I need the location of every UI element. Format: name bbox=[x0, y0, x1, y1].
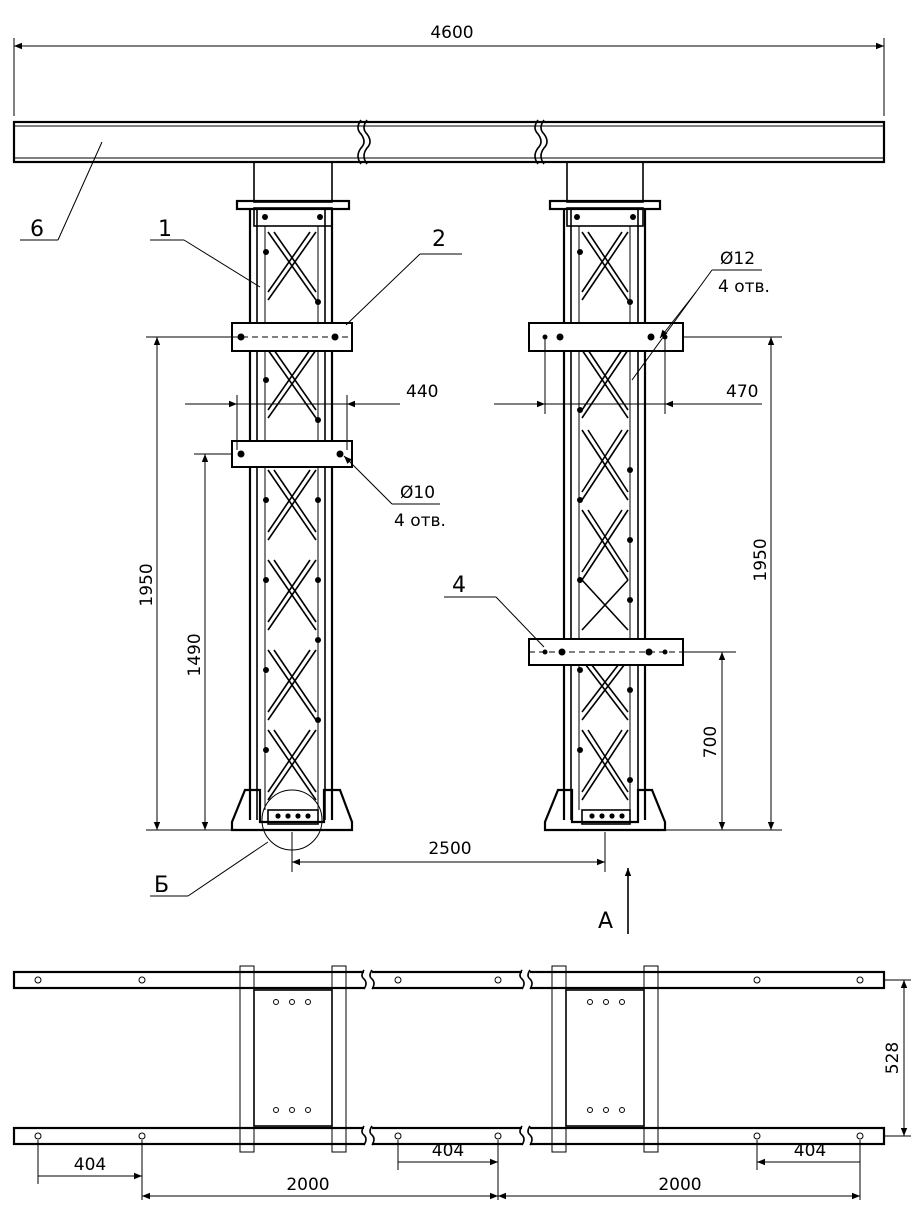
plan-width-dim: 528 bbox=[883, 979, 911, 1137]
bracket-height-dim: 700 bbox=[683, 651, 736, 830]
column-spacing-label: 2500 bbox=[428, 839, 471, 859]
height-left-label: 1950 bbox=[137, 563, 157, 606]
callout-4-label: 4 bbox=[452, 573, 466, 598]
height-right-label: 1950 bbox=[751, 538, 771, 581]
height-right-dim: 1950 bbox=[665, 336, 782, 831]
hole-note-left: Ø10 4 отв. bbox=[343, 455, 446, 531]
hole-offset-1-label: 404 bbox=[74, 1155, 106, 1175]
plan-column-right bbox=[551, 965, 659, 1153]
lower-clamp-height-dim: 1490 bbox=[185, 453, 232, 830]
detail-b-label: Б bbox=[154, 873, 169, 898]
view-a-label: А bbox=[598, 909, 613, 934]
beam bbox=[12, 119, 886, 165]
clamp-width-right-dim: 470 bbox=[494, 337, 762, 414]
plan-view: 528 404 404 404 2000 2000 bbox=[12, 965, 911, 1200]
plan-width-label: 528 bbox=[883, 1042, 903, 1074]
right-column bbox=[528, 161, 684, 832]
hole-left-count: 4 отв. bbox=[394, 511, 446, 531]
hole-offset-3-label: 404 bbox=[794, 1141, 826, 1161]
bracket-height-label: 700 bbox=[701, 726, 721, 758]
clamp-width-left-label: 440 bbox=[406, 382, 438, 402]
hole-offset-dims: 404 404 404 bbox=[37, 1140, 861, 1200]
callout-2: 2 bbox=[345, 227, 462, 326]
hole-offset-2-label: 404 bbox=[432, 1141, 464, 1161]
spacing-2-label: 2000 bbox=[658, 1175, 701, 1195]
detail-b-callout: Б bbox=[150, 841, 269, 898]
elevation-view: 4600 6 bbox=[12, 23, 886, 934]
hole-right-count: 4 отв. bbox=[718, 277, 770, 297]
hole-note-right: Ø12 4 отв. bbox=[631, 249, 770, 381]
span-total-label: 4600 bbox=[430, 23, 473, 43]
callout-6-label: 6 bbox=[30, 217, 44, 242]
hole-left-diameter: Ø10 bbox=[400, 483, 435, 503]
span-dimension: 4600 bbox=[13, 23, 885, 116]
height-left-dim: 1950 bbox=[137, 336, 232, 831]
spacing-dims: 2000 2000 bbox=[142, 1175, 860, 1200]
lower-clamp-height-label: 1490 bbox=[185, 633, 205, 676]
callout-1: 1 bbox=[150, 217, 261, 288]
column-spacing-dim: 2500 bbox=[291, 832, 606, 872]
clamp-width-right-label: 470 bbox=[726, 382, 758, 402]
callout-4: 4 bbox=[444, 573, 545, 648]
clamp-width-left-dim: 440 bbox=[185, 382, 438, 450]
view-a-arrow: А bbox=[598, 868, 632, 934]
left-column bbox=[230, 161, 354, 851]
callout-6: 6 bbox=[20, 141, 103, 242]
spacing-1-label: 2000 bbox=[286, 1175, 329, 1195]
callout-1-label: 1 bbox=[158, 217, 172, 242]
plan-column-left bbox=[239, 965, 347, 1153]
callout-2-label: 2 bbox=[432, 227, 446, 252]
hole-right-diameter: Ø12 bbox=[720, 249, 755, 269]
